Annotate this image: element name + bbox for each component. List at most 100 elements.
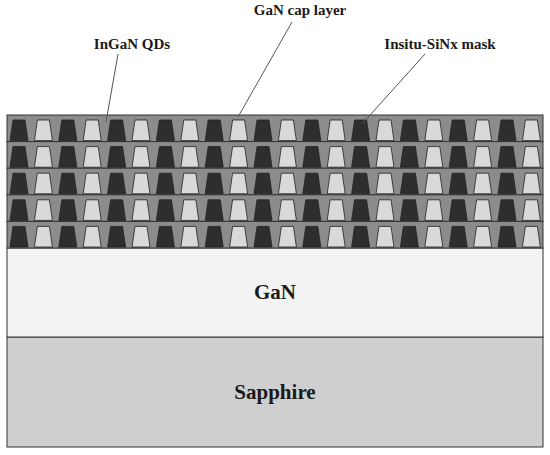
sinx-mask [400,200,418,221]
ingan-dot [327,200,345,221]
sinx-mask [449,173,467,194]
ingan-dot [425,200,443,221]
ingan-dot [522,200,540,221]
sinx-mask [352,200,370,221]
ingan-dot [522,173,540,194]
ingan-dot [34,173,52,194]
sinx-mask [400,120,418,141]
ingan-dot [34,147,52,168]
sinx-mask [156,147,174,168]
sinx-mask [498,173,516,194]
ingan-dot [425,173,443,194]
ingan-dot [230,147,248,168]
sinx-mask [352,226,370,247]
ingan-dot [34,120,52,141]
ingan-dot [474,200,492,221]
ingan-dot [132,173,150,194]
ingan-dot [376,147,394,168]
ingan-dot [132,147,150,168]
gan-cap-layer [7,115,543,142]
ingan-dot [132,200,150,221]
ingan-dot [132,120,150,141]
sinx-mask [254,120,272,141]
gan-cap-layer [7,142,543,169]
sapphire-substrate [7,337,543,447]
sinx-mask [59,147,77,168]
ingan-dot [230,226,248,247]
ingan-dot [278,173,296,194]
sinx-mask [59,120,77,141]
leader-line [362,54,425,124]
sinx-mask [303,226,321,247]
sinx-mask [303,120,321,141]
ingan-dot [230,173,248,194]
ingan-dot [425,226,443,247]
sinx-mask [254,226,272,247]
gan-layer: GaN [7,248,543,337]
ingan-dot [278,120,296,141]
sinx-mask [352,120,370,141]
sinx-mask [254,200,272,221]
quantum-dot-stack [7,115,543,248]
sinx-mask [59,200,77,221]
ingan-dot [522,120,540,141]
gan-cap-layer [7,168,543,195]
ingan-dot [278,147,296,168]
ingan-dot [181,147,199,168]
ingan-dot [327,226,345,247]
gan-buffer [7,248,543,337]
sinx-mask [205,173,223,194]
sinx-mask [156,200,174,221]
sinx-mask [108,173,126,194]
ingan-dot [425,120,443,141]
ingan-dot [34,226,52,247]
gan-cap-layer [7,195,543,222]
sinx-mask [108,147,126,168]
sinx-mask [352,173,370,194]
sinx-mask [352,147,370,168]
sinx-mask [156,226,174,247]
gan-cap-layer [7,221,543,248]
sinx-mask [449,147,467,168]
ingan-dot [425,147,443,168]
sinx-mask [254,147,272,168]
sinx-mask [303,200,321,221]
ingan-dot [474,173,492,194]
ingan-dot [83,120,101,141]
ingan-dot [132,226,150,247]
ingan-dot [327,120,345,141]
ingan-dot [230,200,248,221]
ingan-dot [83,226,101,247]
sinx-mask [254,173,272,194]
ingan-dot [376,173,394,194]
sinx-mask [108,200,126,221]
ingan-dot [278,226,296,247]
sinx-mask [10,147,28,168]
layer-name: GaN [254,280,296,305]
ingan-dot [181,173,199,194]
ingan-dot [34,200,52,221]
ingan-dot [278,200,296,221]
sinx-mask [59,173,77,194]
sinx-mask [10,226,28,247]
layer-name: Sapphire [234,380,315,405]
ingan-dot [230,120,248,141]
ingan-dot [474,147,492,168]
sinx-mask [108,120,126,141]
sinx-mask [59,226,77,247]
sinx-mask [10,120,28,141]
sinx-mask [205,226,223,247]
ingan-dot [376,226,394,247]
ingan-dot [181,226,199,247]
ingan-dot [181,200,199,221]
sinx-mask [400,147,418,168]
sinx-mask [400,226,418,247]
sinx-mask [156,120,174,141]
sinx-mask [205,147,223,168]
ingan-dot [327,147,345,168]
sinx-mask [498,147,516,168]
sinx-mask [10,200,28,221]
sinx-mask [498,200,516,221]
ingan-dot [83,200,101,221]
ingan-dot [327,173,345,194]
